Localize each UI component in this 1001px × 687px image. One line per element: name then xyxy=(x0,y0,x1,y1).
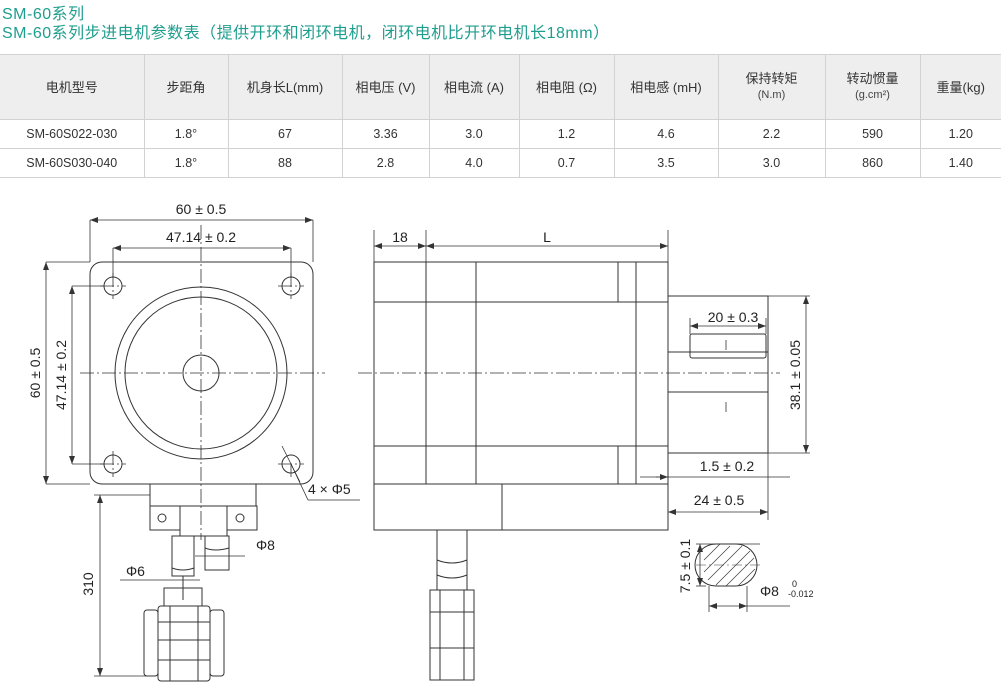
column-header-unit: (N.m) xyxy=(757,89,786,101)
dim-pilot-dia: 38.1 ± 0.05 xyxy=(787,340,803,410)
table-cell: 3.0 xyxy=(429,119,520,149)
dim-front-hole-spacing: 47.14 ± 0.2 xyxy=(166,229,236,245)
table-cell: 1.8° xyxy=(144,148,229,178)
side-view xyxy=(358,261,780,681)
table-cell: 3.0 xyxy=(718,148,826,178)
column-header-label: 电机型号 xyxy=(45,79,98,95)
table-cell: 1.20 xyxy=(920,119,1001,149)
table-cell: 88 xyxy=(228,148,343,178)
dim-shaft-dia: Φ8 xyxy=(760,583,779,599)
column-header-label: 重量(kg) xyxy=(936,79,985,95)
column-header: 相电感 (mH) xyxy=(614,54,719,120)
table-cell: 590 xyxy=(825,119,921,149)
front-dims xyxy=(45,219,360,677)
dim-shaft-tol-lower: -0.012 xyxy=(788,589,814,599)
column-header: 相电流 (A) xyxy=(429,54,520,120)
column-header: 相电阻 (Ω) xyxy=(519,54,615,120)
shaft-key xyxy=(689,333,767,359)
table-cell: 1.8° xyxy=(144,119,229,149)
series-title: SM-60系列 xyxy=(2,6,85,23)
column-header-label: 保持转矩 xyxy=(745,71,798,86)
table-cell: 1.40 xyxy=(920,148,1001,178)
connector-plug xyxy=(157,605,211,682)
cable-holder xyxy=(149,483,257,507)
dim-front-width: 60 ± 0.5 xyxy=(176,201,227,217)
column-header: 保持转矩 (N.m) xyxy=(718,54,826,120)
column-header-unit: (g.cm²) xyxy=(855,89,890,101)
shaft-section xyxy=(694,543,790,612)
table-cell: SM-60S030-040 xyxy=(0,148,145,178)
column-header: 步距角 xyxy=(144,54,229,120)
table-cell: 4.0 xyxy=(429,148,520,178)
table-cell: 0.7 xyxy=(519,148,615,178)
table-cell: SM-60S022-030 xyxy=(0,119,145,149)
table-cell: 2.8 xyxy=(342,148,430,178)
column-header-label: 相电阻 (Ω) xyxy=(536,79,597,95)
table-header-row: 电机型号 步距角 机身长L(mm) 相电压 (V) 相电流 (A) 相电阻 (Ω) 相电感 … xyxy=(0,54,1001,120)
shaft xyxy=(667,351,769,393)
column-header-label: 机身长L(mm) xyxy=(246,79,324,95)
dim-side-body-len: L xyxy=(543,229,551,245)
table-cell: 3.36 xyxy=(342,119,430,149)
table-cell: 2.2 xyxy=(718,119,826,149)
dim-shaft-tol-upper: 0 xyxy=(792,579,797,589)
column-header-label: 相电流 (A) xyxy=(444,79,504,95)
dim-front-hole-spacing-v: 47.14 ± 0.2 xyxy=(53,340,69,410)
dim-front-height: 60 ± 0.5 xyxy=(27,348,43,399)
dim-cable-dia-2: Φ8 xyxy=(256,537,275,553)
column-header: 重量(kg) xyxy=(920,54,1001,120)
table-cell: 67 xyxy=(228,119,343,149)
column-header: 机身长L(mm) xyxy=(228,54,343,120)
column-header-label: 相电感 (mH) xyxy=(630,79,702,95)
dim-shaft-len: 24 ± 0.5 xyxy=(694,492,745,508)
dim-flat-depth: 7.5 ± 0.1 xyxy=(677,539,693,594)
column-header-label: 步距角 xyxy=(166,79,206,95)
column-header-label: 相电压 (V) xyxy=(355,79,416,95)
table-cell: 4.6 xyxy=(614,119,719,149)
table-cell: 3.5 xyxy=(614,148,719,178)
dim-side-flange-len: 18 xyxy=(392,229,408,245)
column-header-label: 转动惯量 xyxy=(846,71,899,86)
dim-pilot-depth: 1.5 ± 0.2 xyxy=(700,458,755,474)
table-cell: 1.2 xyxy=(519,119,615,149)
side-dims xyxy=(373,230,810,520)
column-header: 相电压 (V) xyxy=(342,54,430,120)
front-view xyxy=(80,225,325,682)
table-cell: 860 xyxy=(825,148,921,178)
spec-table: 电机型号 步距角 机身长L(mm) 相电压 (V) 相电流 (A) 相电阻 (Ω) 相电感 … xyxy=(0,54,1001,178)
dim-cable-dia-1: Φ6 xyxy=(126,563,145,579)
table-title: SM-60系列步进电机参数表（提供开环和闭环电机，闭环电机比开环电机长18mm） xyxy=(2,25,610,42)
column-header: 电机型号 xyxy=(0,54,145,120)
column-header: 转动惯量 (g.cm²) xyxy=(825,54,921,120)
dim-holes: 4 × Φ5 xyxy=(308,481,351,497)
dim-key-len: 20 ± 0.3 xyxy=(708,309,759,325)
dim-cable-length: 310 xyxy=(80,572,96,596)
